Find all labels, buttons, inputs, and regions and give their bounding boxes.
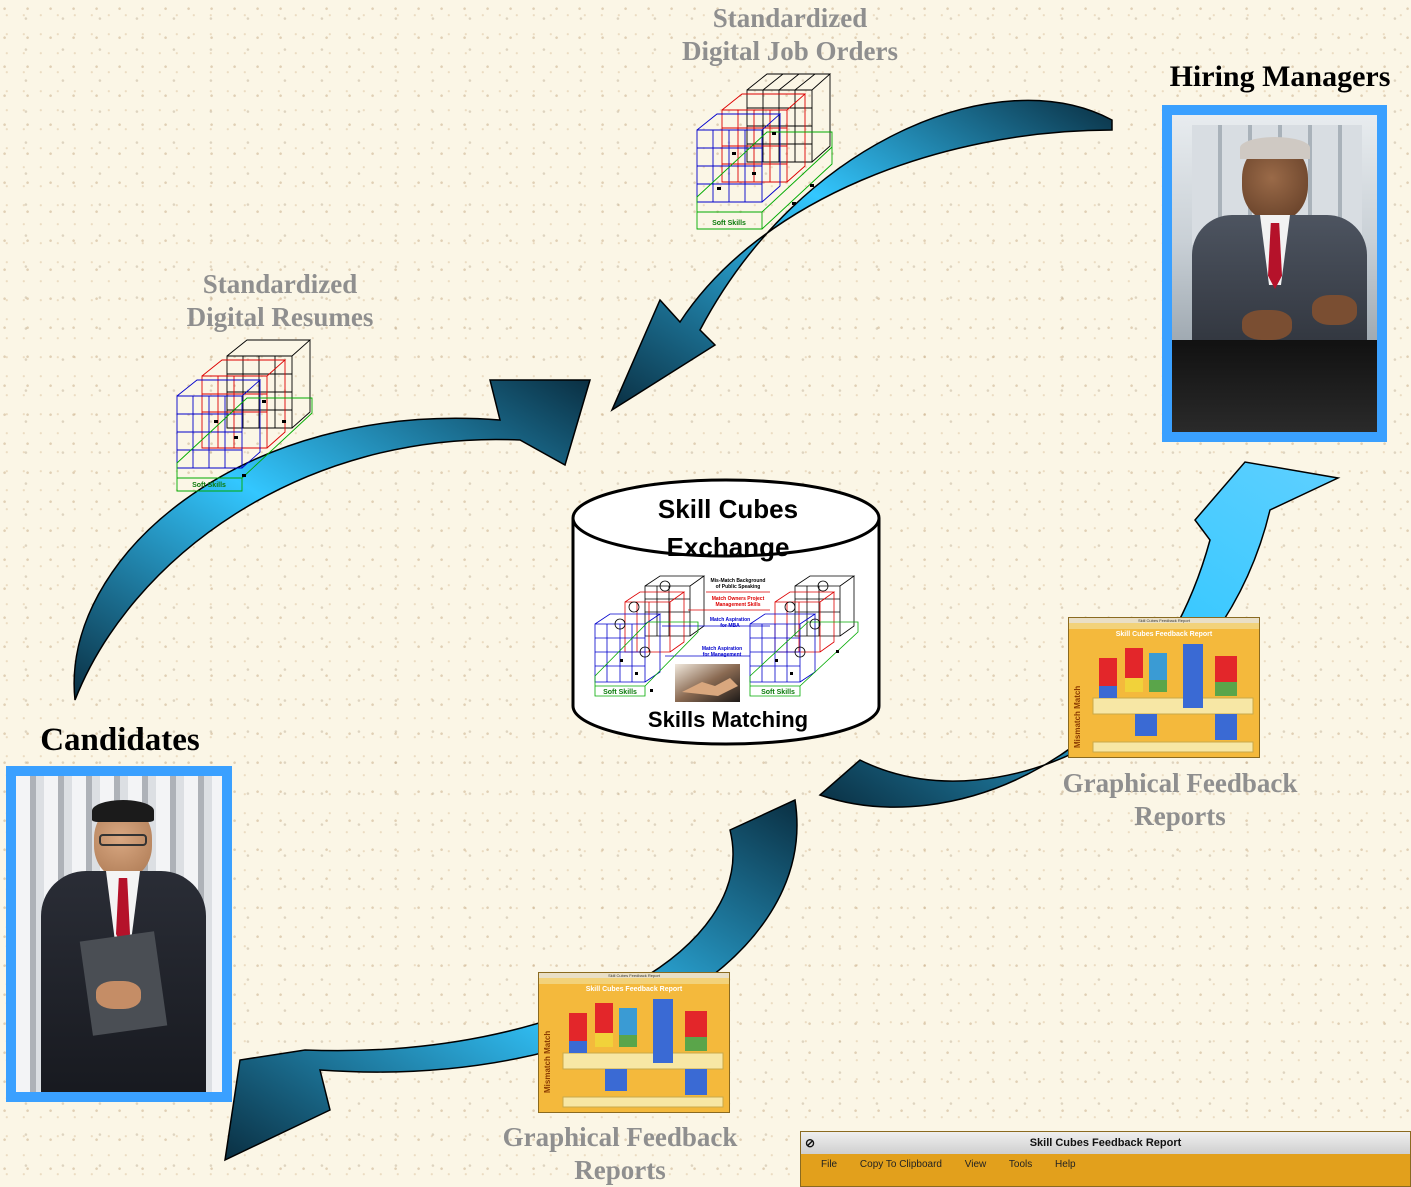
report-menu bbox=[1069, 623, 1259, 629]
resumes-cube: Soft Skills bbox=[176, 339, 313, 492]
annotation: for Management bbox=[703, 652, 742, 658]
menu-copy-to-clipboard[interactable]: Copy To Clipboard bbox=[859, 1159, 942, 1170]
caption-line: Standardized bbox=[712, 3, 868, 33]
glasses bbox=[99, 834, 147, 846]
tie bbox=[1268, 223, 1282, 289]
cube-label-right: Soft Skills bbox=[761, 689, 795, 696]
annotation: Match Aspiration bbox=[710, 617, 750, 623]
photo-content bbox=[1172, 115, 1377, 432]
report-axis-label: Mismatch Match bbox=[1073, 685, 1082, 748]
arrow-exchange-to-managers bbox=[818, 461, 1341, 808]
feedback-caption-bottom: Graphical Feedback Reports bbox=[470, 1121, 770, 1187]
feedback-report-thumbnail-right: Skill Cubes Feedback Report Skill Cubes … bbox=[1068, 617, 1260, 758]
candidates-label: Candidates bbox=[40, 722, 200, 758]
hair bbox=[1240, 137, 1310, 159]
arrow-exchange-to-candidates bbox=[224, 798, 798, 1162]
report-window-title: Skill Cubes Feedback Report bbox=[1029, 1137, 1182, 1149]
report-window-title: Skill Cubes Feedback Report bbox=[539, 973, 729, 978]
caption-line: Reports bbox=[574, 1155, 666, 1185]
caption-line: Graphical Feedback bbox=[502, 1122, 738, 1152]
annotation: Management Skills bbox=[715, 602, 760, 608]
report-axis-label: Mismatch Match bbox=[543, 1030, 552, 1093]
candidate-photo bbox=[6, 766, 232, 1102]
exchange-title-line: Skill Cubes bbox=[657, 494, 799, 524]
handshake-image bbox=[675, 664, 740, 702]
window-close-icon[interactable]: ⊘ bbox=[805, 1136, 816, 1150]
hand bbox=[96, 981, 141, 1009]
menu-file[interactable]: File bbox=[821, 1159, 838, 1170]
report-bars bbox=[562, 999, 724, 1108]
hiring-manager-photo bbox=[1162, 105, 1387, 442]
hand-right bbox=[1312, 295, 1357, 325]
arrow-candidates-to-exchange bbox=[73, 379, 592, 701]
photo-content bbox=[16, 776, 222, 1092]
exchange-cylinder bbox=[571, 478, 881, 746]
tie bbox=[116, 878, 130, 948]
job-orders-caption: Standardized Digital Job Orders bbox=[640, 2, 940, 68]
cube-label-left: Soft Skills bbox=[603, 689, 637, 696]
annotation: of Public Speaking bbox=[716, 584, 761, 590]
annotation: for MBA bbox=[720, 623, 740, 629]
caption-line: Digital Resumes bbox=[186, 302, 374, 332]
annotation: Mis-Match Background bbox=[710, 578, 765, 584]
desk-folder bbox=[1172, 340, 1377, 432]
matching-cubes: Soft Skills Soft Skills Mis-Match Backgr… bbox=[594, 575, 859, 702]
report-window-menubar: File Copy To Clipboard View Tools Help bbox=[801, 1154, 1410, 1176]
report-bars bbox=[1092, 644, 1254, 753]
cube-label: Soft Skills bbox=[712, 220, 746, 227]
annotation: Match Aspiration bbox=[702, 646, 742, 652]
feedback-report-thumbnail-bottom: Skill Cubes Feedback Report Skill Cubes … bbox=[538, 972, 730, 1113]
hiring-managers-label: Hiring Managers bbox=[1169, 60, 1391, 93]
feedback-report-window: ⊘ Skill Cubes Feedback Report File Copy … bbox=[800, 1131, 1411, 1187]
annotation: Match Owners Project bbox=[712, 596, 765, 602]
hair bbox=[92, 800, 154, 822]
caption-line: Digital Job Orders bbox=[682, 36, 898, 66]
job-orders-cube: Soft Skills bbox=[696, 73, 833, 230]
caption-line: Reports bbox=[1134, 801, 1226, 831]
menu-help[interactable]: Help bbox=[1055, 1159, 1076, 1170]
resumes-caption: Standardized Digital Resumes bbox=[150, 268, 410, 334]
exchange-title: Skill Cubes Exchange bbox=[590, 490, 866, 566]
report-heading: Skill Cubes Feedback Report bbox=[585, 986, 683, 993]
report-menu bbox=[539, 978, 729, 984]
caption-line: Graphical Feedback bbox=[1062, 768, 1298, 798]
menu-view[interactable]: View bbox=[964, 1159, 987, 1170]
report-heading: Skill Cubes Feedback Report bbox=[1115, 631, 1213, 638]
menu-tools[interactable]: Tools bbox=[1008, 1159, 1033, 1170]
arrow-managers-to-exchange bbox=[610, 99, 1113, 412]
caption-line: Standardized bbox=[202, 269, 358, 299]
hand-left bbox=[1242, 310, 1292, 340]
report-window-title: Skill Cubes Feedback Report bbox=[1069, 618, 1259, 623]
report-window-titlebar: ⊘ Skill Cubes Feedback Report bbox=[801, 1132, 1410, 1154]
exchange-footer: Skills Matching bbox=[647, 707, 809, 732]
feedback-caption-right: Graphical Feedback Reports bbox=[1030, 767, 1330, 833]
cube-label: Soft Skills bbox=[192, 482, 226, 489]
exchange-title-line: Exchange bbox=[666, 532, 790, 562]
